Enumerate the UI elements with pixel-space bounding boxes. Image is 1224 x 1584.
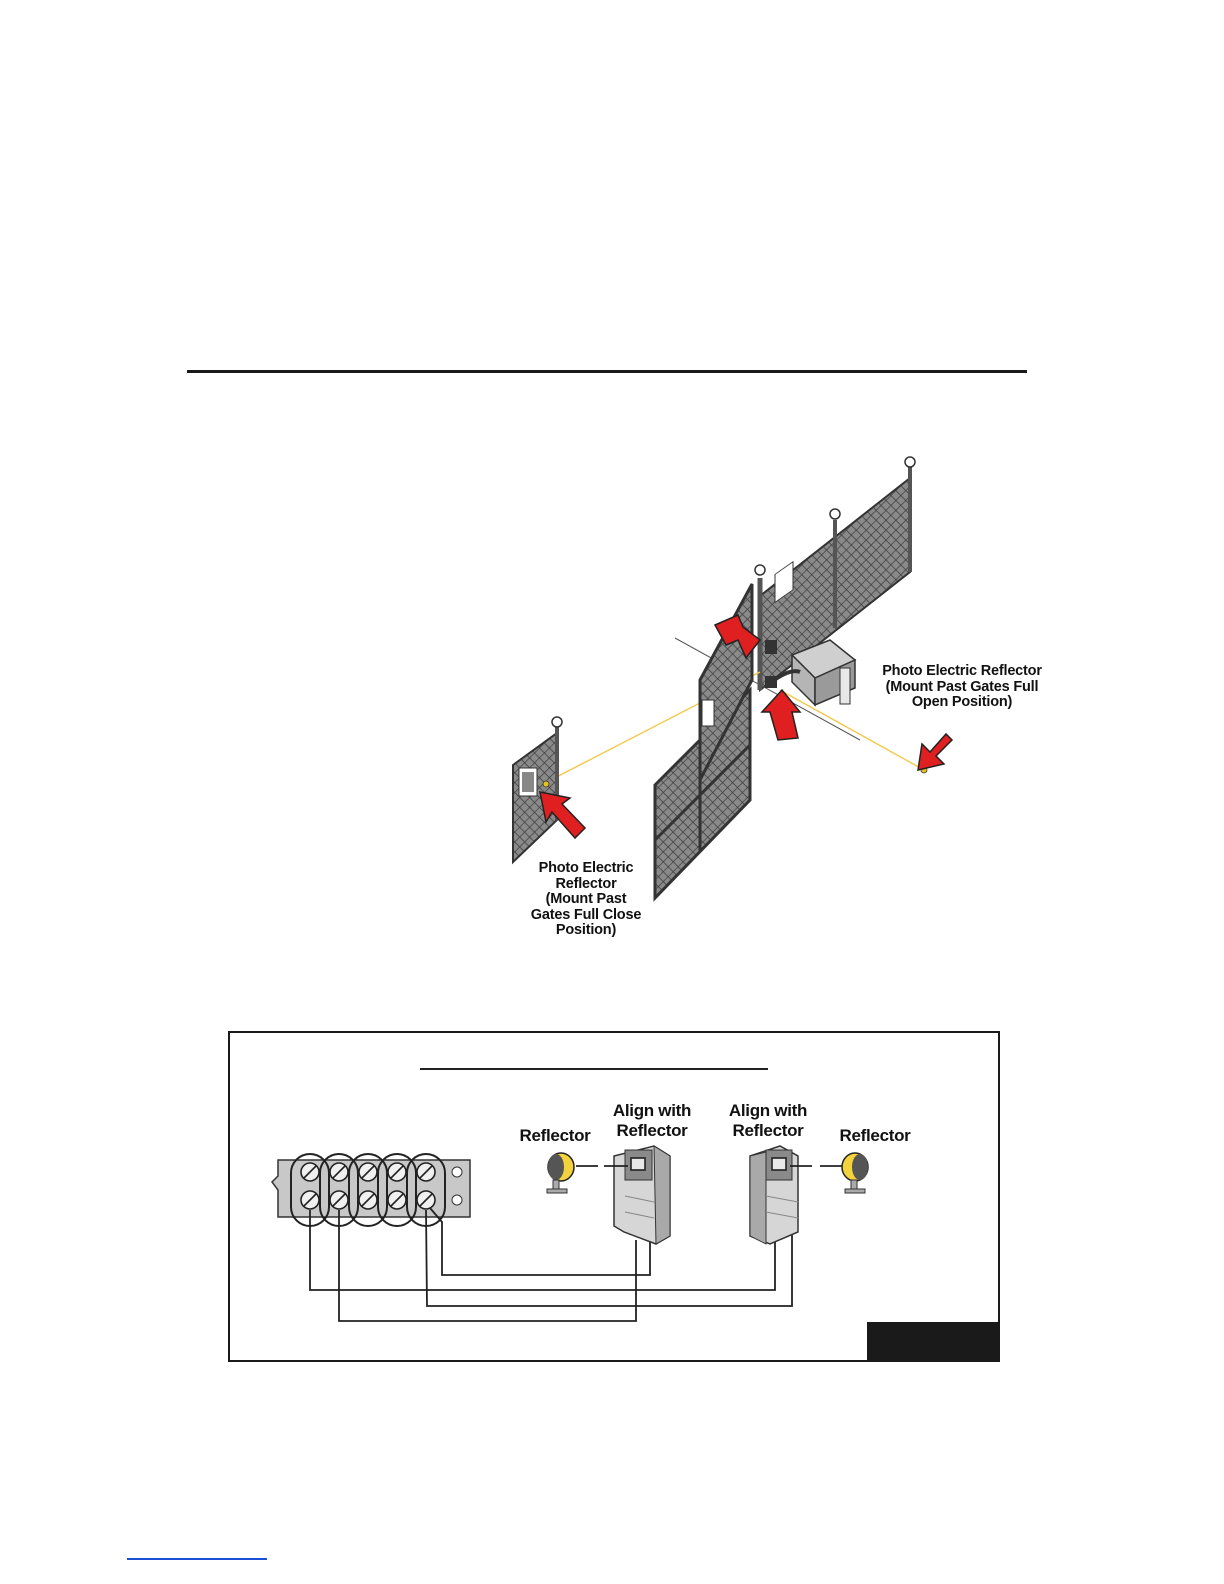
reflector-right-icon [820,1153,868,1193]
terminal-strip [272,1154,470,1226]
footer-link[interactable] [127,1558,267,1560]
photo-eye-right-icon [750,1146,812,1244]
wires [310,1208,792,1321]
reflector-right-label: Reflector [825,1126,925,1146]
reflector-left-label: Reflector [505,1126,605,1146]
align-left-label: Align with Reflector [597,1101,707,1141]
align-right-label: Align with Reflector [713,1101,823,1141]
photo-eye-left-icon [604,1146,670,1244]
reflector-left-icon [547,1153,598,1193]
